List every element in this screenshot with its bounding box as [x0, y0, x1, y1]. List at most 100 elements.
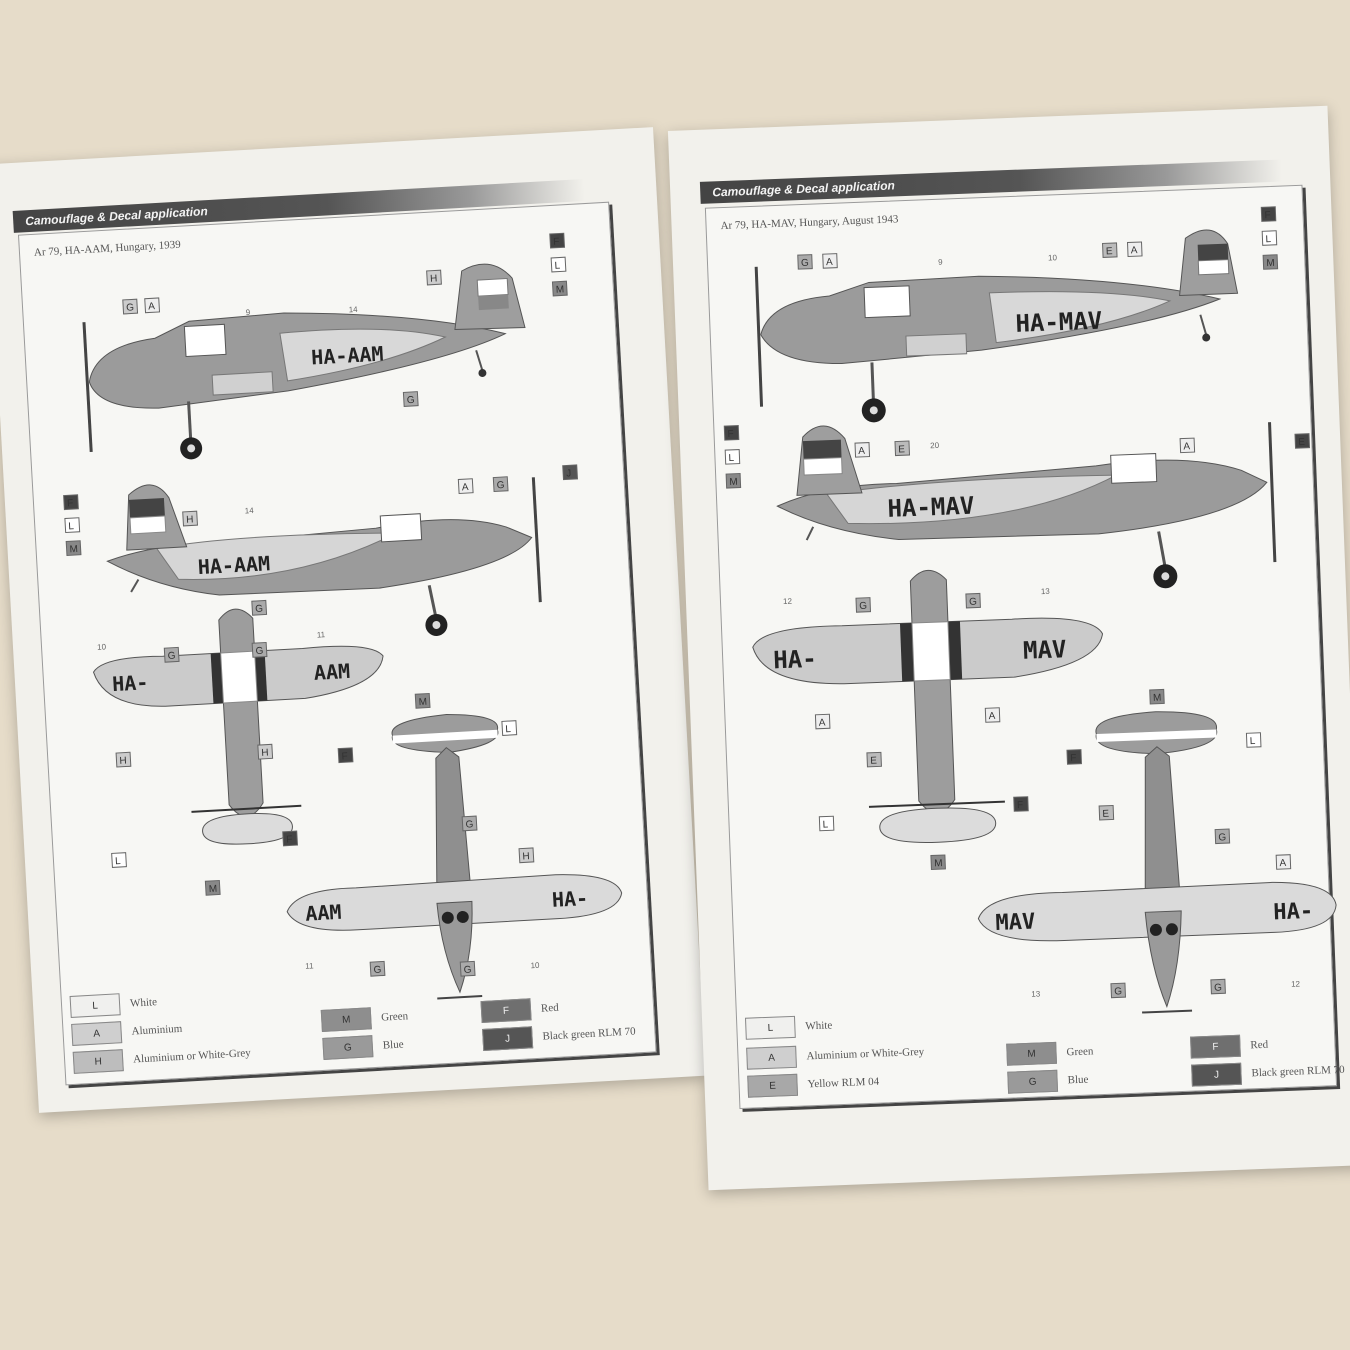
callout-left-s2-4: A	[461, 482, 469, 493]
callout-right-b-7: G	[1214, 982, 1222, 993]
callout-right-s2-1: L	[728, 453, 734, 464]
num-left-t-0: 10	[97, 642, 107, 652]
callout-right-b-6: G	[1114, 986, 1122, 997]
callout-right-b-3: E	[1102, 809, 1109, 820]
legend-item: L White	[744, 1014, 833, 1040]
legend-label: Blue	[1067, 1073, 1089, 1087]
callout-right-b-2: L	[1250, 736, 1256, 747]
legend-swatch: E	[747, 1073, 799, 1098]
legend-label: Green	[380, 1010, 409, 1024]
legend-item: G Blue	[1007, 1069, 1089, 1094]
legend-swatch: H	[72, 1049, 124, 1074]
callout-right-s1-2: E	[1106, 246, 1113, 257]
callout-left-s1-5: M	[556, 284, 565, 295]
callout-right-t-5: L	[822, 819, 828, 830]
callout-right-s1-6: M	[1266, 258, 1275, 269]
callout-right-t-4: E	[870, 755, 877, 766]
right-page: Camouflage & Decal application Ar 79, HA…	[667, 105, 1350, 1191]
callout-left-t-1: G	[255, 646, 264, 657]
legend-swatch: M	[1006, 1041, 1057, 1066]
left-under-reg-right: HA-	[551, 886, 588, 912]
callout-right-t-7: M	[934, 858, 943, 869]
num-right-s1-1: 10	[1048, 253, 1058, 262]
left-wing-reg-right: AAM	[313, 659, 350, 685]
right-side-view-2: HA-MAV	[776, 422, 1277, 589]
callout-left-b-6: G	[463, 965, 472, 976]
legend-label: Black green RLM 70	[1251, 1063, 1345, 1080]
left-wing-reg-left: HA-	[112, 670, 149, 696]
callout-right-s2-3: A	[858, 446, 865, 457]
callout-left-s1-1: A	[148, 301, 156, 312]
callout-right-b-5: A	[1279, 858, 1286, 869]
callout-right-s2-6: E	[1298, 437, 1305, 448]
callout-left-s2-7: G	[255, 604, 264, 615]
legend-label: White	[129, 996, 158, 1010]
callout-left-s1-4: L	[554, 260, 561, 271]
callout-right-t-0: G	[859, 601, 867, 612]
callout-right-s1-4: F	[1264, 210, 1271, 221]
callout-left-s2-3: H	[186, 514, 194, 525]
callout-right-t-2: A	[819, 717, 826, 728]
num-left-b-1: 10	[530, 961, 540, 971]
callout-left-s2-1: L	[68, 521, 75, 532]
callout-right-b-4: G	[1218, 832, 1226, 843]
callout-left-s1-0: G	[126, 302, 135, 313]
callout-right-s2-2: M	[729, 477, 738, 488]
left-top-view: HA- AAM	[92, 608, 384, 845]
callout-right-s2-4: E	[898, 444, 905, 455]
legend-swatch: F	[1190, 1034, 1241, 1059]
num-right-t-1: 13	[1041, 587, 1051, 596]
legend-label: Aluminium or White-Grey	[806, 1045, 925, 1063]
left-side-view-1: HA-AAM	[82, 263, 526, 460]
num-left-s2-0: 14	[245, 506, 255, 516]
callout-right-t-3: A	[988, 711, 995, 722]
left-page-frame: Ar 79, HA-AAM, Hungary, 1939	[17, 201, 657, 1086]
right-side-view-1: HA-MAV	[754, 229, 1239, 423]
legend-label: Red	[540, 1001, 560, 1015]
callout-left-s2-2: M	[69, 544, 78, 555]
num-left-s1-1: 14	[348, 305, 358, 315]
callout-left-t-2: H	[119, 755, 127, 766]
callout-left-b-3: G	[465, 819, 474, 830]
legend-label: Aluminium	[131, 1022, 183, 1038]
right-wing-reg-right: MAV	[1023, 635, 1067, 665]
callout-right-b-0: M	[1153, 693, 1162, 704]
callout-left-t-0: G	[167, 651, 176, 662]
legend-swatch: F	[480, 998, 532, 1024]
right-under-reg-left: MAV	[995, 910, 1036, 937]
legend-swatch: J	[482, 1026, 534, 1052]
callout-right-t-1: G	[969, 597, 977, 608]
left-page: Camouflage & Decal application Ar 79, HA…	[0, 127, 706, 1113]
callout-left-s2-6: J	[566, 468, 572, 479]
left-side1-registration: HA-AAM	[311, 342, 384, 370]
right-wing-reg-left: HA-	[773, 645, 817, 675]
legend-swatch: J	[1191, 1062, 1242, 1087]
callout-left-s2-0: F	[67, 498, 74, 509]
right-callouts: G A E A F L M 9 10 F L M A E A E 20	[723, 206, 1311, 999]
legend-label: Yellow RLM 04	[807, 1075, 880, 1091]
legend-label: Black green RLM 70	[542, 1025, 636, 1043]
legend-label: Blue	[382, 1038, 404, 1052]
left-side2-registration: HA-AAM	[197, 551, 270, 579]
callout-left-b-1: L	[505, 724, 512, 735]
legend-label: White	[805, 1019, 833, 1033]
legend-swatch: G	[1007, 1069, 1059, 1094]
left-under-reg-left: AAM	[305, 900, 342, 926]
left-callouts: G A H F L M G 9 14 F L M H A G J G	[63, 232, 579, 977]
callout-right-s1-3: A	[1131, 245, 1138, 256]
callout-left-t-5: F	[286, 834, 293, 845]
callout-left-s1-6: G	[407, 395, 416, 406]
legend-item: G Blue	[322, 1033, 404, 1060]
callout-left-b-4: H	[522, 851, 530, 862]
legend-swatch: M	[320, 1007, 372, 1032]
right-bottom-view: MAV HA-	[977, 711, 1337, 1014]
callout-left-b-0: M	[418, 697, 427, 708]
callout-right-s2-0: F	[727, 429, 734, 440]
callout-right-s1-5: L	[1265, 234, 1271, 245]
num-left-b-0: 11	[305, 961, 314, 970]
num-left-s1-0: 9	[245, 308, 250, 317]
num-left-t-1: 11	[317, 630, 326, 639]
right-page-frame: Ar 79, HA-MAV, Hungary, August 1943	[704, 184, 1345, 1110]
num-right-s1-0: 9	[938, 258, 943, 267]
right-under-reg-right: HA-	[1273, 899, 1314, 926]
